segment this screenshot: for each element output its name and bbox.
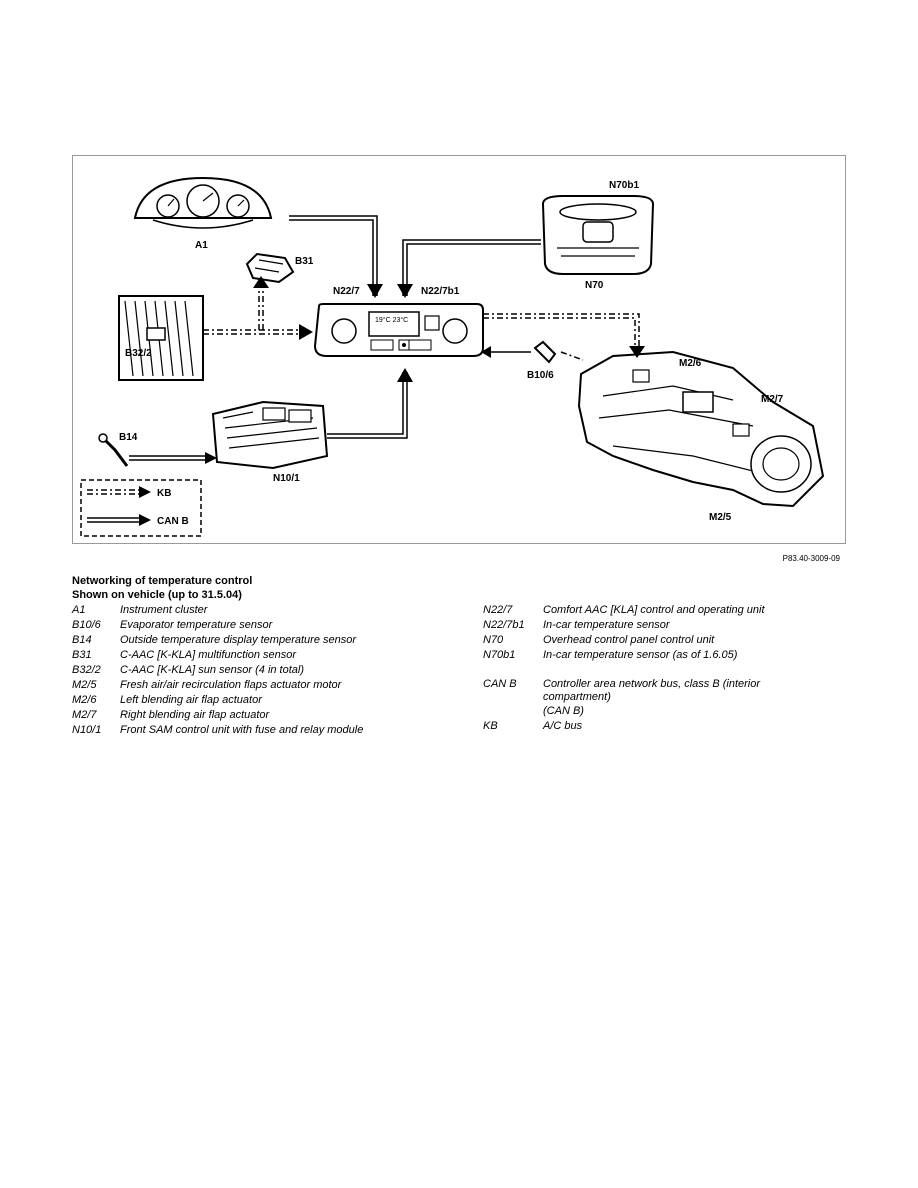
legend-code: N70 [483, 634, 504, 646]
instrument-cluster-a1 [133, 176, 273, 229]
sun-sensor-b32-2-inset [118, 295, 204, 381]
legend-desc: Left blending air flap actuator [120, 694, 262, 706]
legend-code: M2/6 [72, 694, 97, 706]
legend-desc: (CAN B) [543, 705, 584, 717]
panel-display: 19°C 23°C [375, 316, 408, 324]
label-n70b1: N70b1 [609, 180, 639, 191]
legend-code: M2/5 [72, 679, 97, 691]
legend-spacer-row [483, 663, 803, 678]
legend-row: N70 Overhead control panel control unit [483, 633, 803, 648]
overhead-control-panel-n70 [541, 195, 655, 275]
label-b31: B31 [295, 256, 314, 267]
legend-desc: Right blending air flap actuator [120, 709, 270, 721]
label-n22-7: N22/7 [333, 286, 360, 297]
legend-code: B32/2 [72, 664, 101, 676]
legend-row: N10/1 Front SAM control unit with fuse an… [72, 723, 412, 738]
legend-desc: A/C bus [543, 720, 583, 732]
legend-desc: Fresh air/air recirculation flaps actuat… [120, 679, 342, 691]
legend-row: N22/7 Comfort AAC [KLA] control and opera… [483, 603, 803, 618]
diagram-svg: A1 B31 B32/2 19°C 23°C N22/7 N22/7b1 N70… [80, 176, 825, 537]
legend-code: N10/1 [72, 724, 102, 736]
kb-lines [203, 286, 640, 361]
legend-row: KB A/C bus [483, 719, 803, 734]
kb-arrowheads [253, 276, 645, 358]
figure-reference: P83.40-3009-09 [782, 554, 840, 563]
label-m2-6: M2/6 [679, 358, 702, 369]
legend-row: (CAN B) [483, 704, 803, 719]
wiring-diagram: A1 B31 B32/2 19°C 23°C N22/7 N22/7b1 N70… [72, 155, 846, 544]
legend-code: A1 [72, 604, 86, 616]
legend-left: A1 Instrument cluster B10/6 Evaporator tem… [72, 603, 412, 738]
legend-desc: Comfort AAC [KLA] control and operating … [543, 604, 765, 616]
legend-desc: In-car temperature sensor (as of 1.6.05) [543, 649, 738, 661]
label-m2-5: M2/5 [709, 512, 732, 523]
legend-code: B10/6 [72, 619, 101, 631]
label-b32-2: B32/2 [125, 348, 152, 359]
figure-caption: Networking of temperature control Shown … [72, 574, 252, 602]
legend-row: M2/7 Right blending air flap actuator [72, 708, 412, 723]
legend-desc: C-AAC [K-KLA] multifunction sensor [120, 649, 297, 661]
line-type-key [80, 479, 202, 537]
legend-code: B14 [72, 634, 92, 646]
multifunction-sensor-b31 [245, 252, 295, 284]
can-b-arrowheads [205, 284, 491, 464]
label-n22-7b1: N22/7b1 [421, 286, 460, 297]
legend-code: N70b1 [483, 649, 516, 661]
legend-row: N70b1 In-car temperature sensor (as of 1.… [483, 648, 803, 663]
legend-code [483, 704, 543, 719]
legend-row: M2/5 Fresh air/air recirculation flaps ac… [72, 678, 412, 693]
legend-row: N22/7b1 In-car temperature sensor [483, 618, 803, 633]
control-unit-n22-7: 19°C 23°C [313, 303, 484, 357]
legend-row: A1 Instrument cluster [72, 603, 412, 618]
outside-temp-sensor-b14 [98, 433, 129, 467]
key-label-can-b: CAN B [157, 516, 189, 527]
legend-desc: Controller area network bus, class B (in… [543, 678, 761, 703]
legend-desc: Evaporator temperature sensor [120, 619, 273, 631]
legend-desc [543, 663, 803, 678]
legend-row: B10/6 Evaporator temperature sensor [72, 618, 412, 633]
label-a1: A1 [195, 240, 208, 251]
label-n70: N70 [585, 280, 604, 291]
label-m2-7: M2/7 [761, 394, 784, 405]
legend-row: M2/6 Left blending air flap actuator [72, 693, 412, 708]
label-b10-6: B10/6 [527, 370, 554, 381]
key-label-kb: KB [157, 488, 171, 499]
can-b-lines [129, 215, 541, 461]
legend-desc: In-car temperature sensor [543, 619, 670, 631]
legend-code: KB [483, 720, 498, 732]
legend-code [483, 663, 543, 678]
legend-row: B31 C-AAC [K-KLA] multifunction sensor [72, 648, 412, 663]
caption-subtitle: Shown on vehicle (up to 31.5.04) [72, 589, 242, 601]
legend-code: M2/7 [72, 709, 97, 721]
legend-right: N22/7 Comfort AAC [KLA] control and opera… [483, 603, 803, 734]
legend-row: CAN B Controller area network bus, class … [483, 678, 803, 704]
legend-desc: C-AAC [K-KLA] sun sensor (4 in total) [120, 664, 305, 676]
legend-row: B14 Outside temperature display temperatu… [72, 633, 412, 648]
legend-desc: Outside temperature display temperature … [120, 634, 357, 646]
label-n10-1: N10/1 [273, 473, 300, 484]
legend-desc: Instrument cluster [120, 604, 208, 616]
legend-code: N22/7b1 [483, 619, 525, 631]
legend-code: CAN B [483, 678, 517, 690]
legend-code: N22/7 [483, 604, 513, 616]
legend-desc: Front SAM control unit with fuse and rel… [120, 724, 364, 736]
caption-title: Networking of temperature control [72, 575, 253, 587]
sam-control-unit-n10-1 [211, 400, 329, 470]
legend-row: B32/2 C-AAC [K-KLA] sun sensor (4 in tota… [72, 663, 412, 678]
evaporator-sensor-b10-6 [533, 340, 557, 364]
legend-desc: Overhead control panel control unit [543, 634, 715, 646]
label-b14: B14 [119, 432, 138, 443]
hvac-housing [577, 350, 825, 508]
legend-code: B31 [72, 649, 92, 661]
